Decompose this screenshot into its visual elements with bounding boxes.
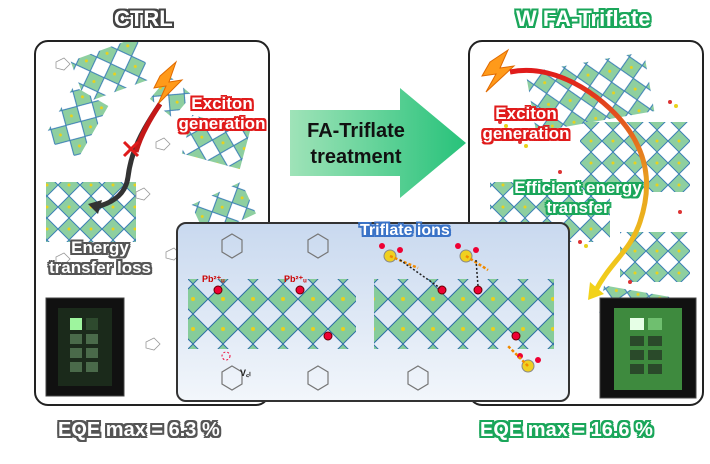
- ctrl-exciton-label: Exciton generation: [178, 94, 266, 133]
- treated-exciton-label: Exciton generation: [482, 104, 570, 143]
- pb-undercoordinated-label-1: Pb²⁺ᵤ: [202, 274, 225, 284]
- energy-loss-label: Energy transfer loss: [48, 238, 152, 277]
- treated-panel: [468, 40, 704, 406]
- treated-eqe-label: EQE max = 16.6 %: [480, 419, 653, 441]
- triflate-ion-icons: [379, 243, 541, 373]
- efficient-transfer-label: Efficient energy transfer: [514, 178, 642, 217]
- ctrl-eqe-label: EQE max = 6.3 %: [58, 419, 220, 441]
- vacancy-label: V꜀ₗ: [240, 368, 251, 378]
- treatment-label: FA-Triflate treatment: [307, 120, 405, 168]
- lightning-icon: [153, 60, 184, 105]
- lightning-icon-treated: [481, 48, 516, 93]
- blocked-x-icon: [122, 140, 140, 158]
- ctrl-title: CTRL: [114, 6, 173, 31]
- treatment-arrow: [290, 88, 466, 198]
- ctrl-structure-illustration: [43, 37, 256, 397]
- vacancy-icon: [221, 351, 231, 361]
- pb-undercoordinated-label-2: Pb²⁺ᵤ: [284, 274, 307, 284]
- treated-title: W FA-Triflate: [516, 6, 651, 31]
- treated-structure-illustration: [481, 48, 697, 399]
- triflate-ions-label: Triflate ions: [360, 222, 450, 239]
- lattice-illustration: [188, 233, 554, 391]
- mechanism-inset: [176, 222, 570, 402]
